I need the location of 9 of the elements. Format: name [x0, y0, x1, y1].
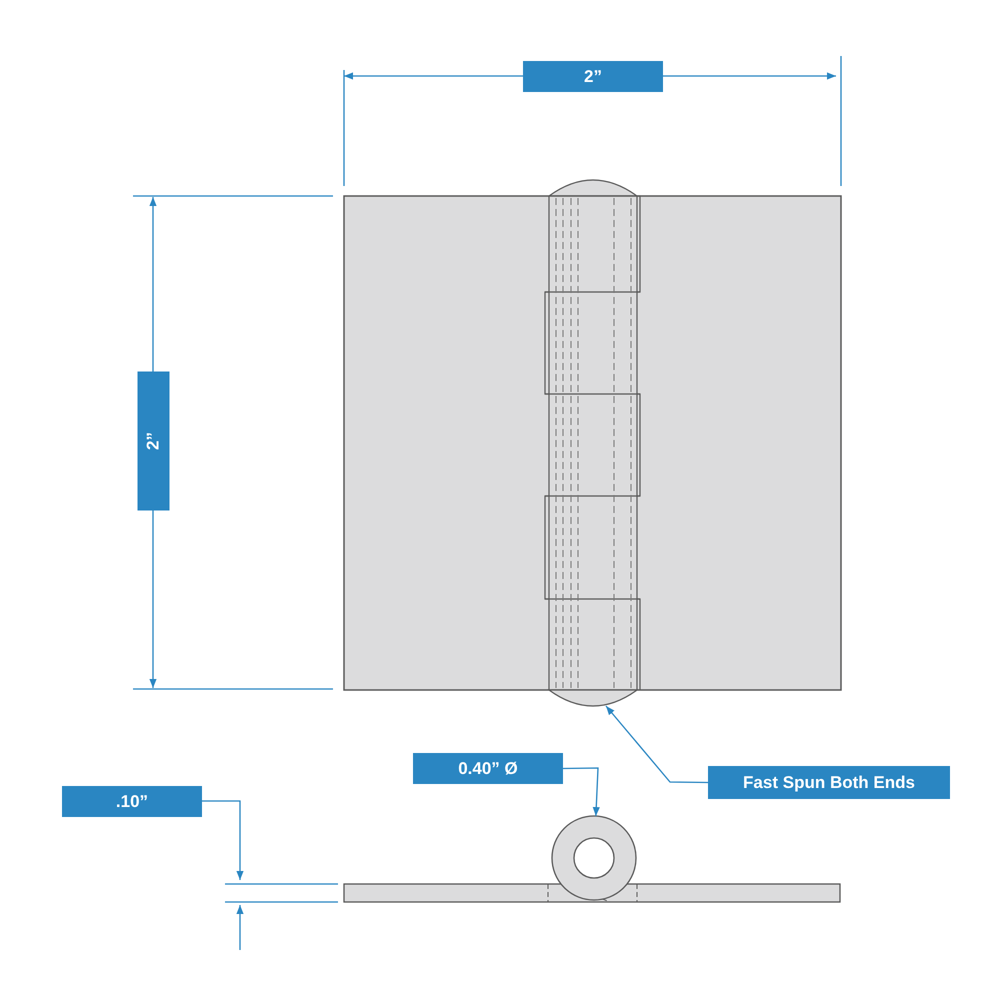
callout-label: 0.40” Ø	[413, 753, 563, 784]
knuckle-end-cap	[548, 689, 638, 707]
knuckle-ring	[551, 815, 637, 901]
callout-label: Fast Spun Both Ends	[708, 766, 950, 799]
dimension-label: 2”	[523, 61, 663, 92]
leader-line	[563, 767, 600, 816]
leader-line	[606, 706, 708, 784]
dimension-label: .10”	[62, 786, 202, 817]
dimension-label: 2”	[138, 372, 170, 510]
